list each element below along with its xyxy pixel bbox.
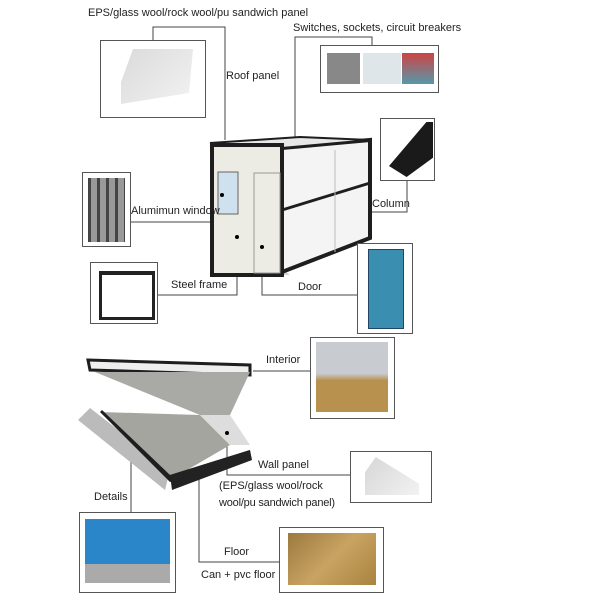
switches-label: Switches, sockets, circuit breakers (293, 22, 462, 34)
interior-image (310, 337, 395, 419)
wall-panel-label: Wall panel (258, 459, 309, 471)
door-label: Door (298, 281, 322, 293)
container-illustration (209, 135, 372, 277)
roof-panel-image (100, 40, 206, 118)
column-label: Column (372, 198, 410, 210)
steel-frame-image (90, 262, 158, 324)
folded-container-illustration (78, 358, 252, 490)
steel-frame-label: Steel frame (171, 279, 228, 291)
interior-label: Interior (266, 354, 301, 366)
wall-panel-image (350, 451, 432, 503)
roof-material-label: EPS/glass wool/rock wool/pu sandwich pan… (88, 7, 309, 19)
wall-material-line-1: (EPS/glass wool/rock (219, 480, 323, 492)
window-label: Alumimun window (131, 205, 220, 217)
floor-label: Floor (224, 546, 250, 558)
details-image (79, 512, 176, 593)
floor-image (279, 527, 384, 593)
floor-material-label: Can + pvc floor (201, 569, 276, 581)
switches-image (320, 45, 439, 93)
wall-material-line-2: wool/pu sandwich panel) (219, 497, 335, 509)
door-image (357, 243, 413, 334)
details-label: Details (94, 491, 128, 503)
roof-panel-label: Roof panel (226, 70, 280, 82)
column-image (380, 118, 435, 181)
window-image (82, 172, 131, 247)
